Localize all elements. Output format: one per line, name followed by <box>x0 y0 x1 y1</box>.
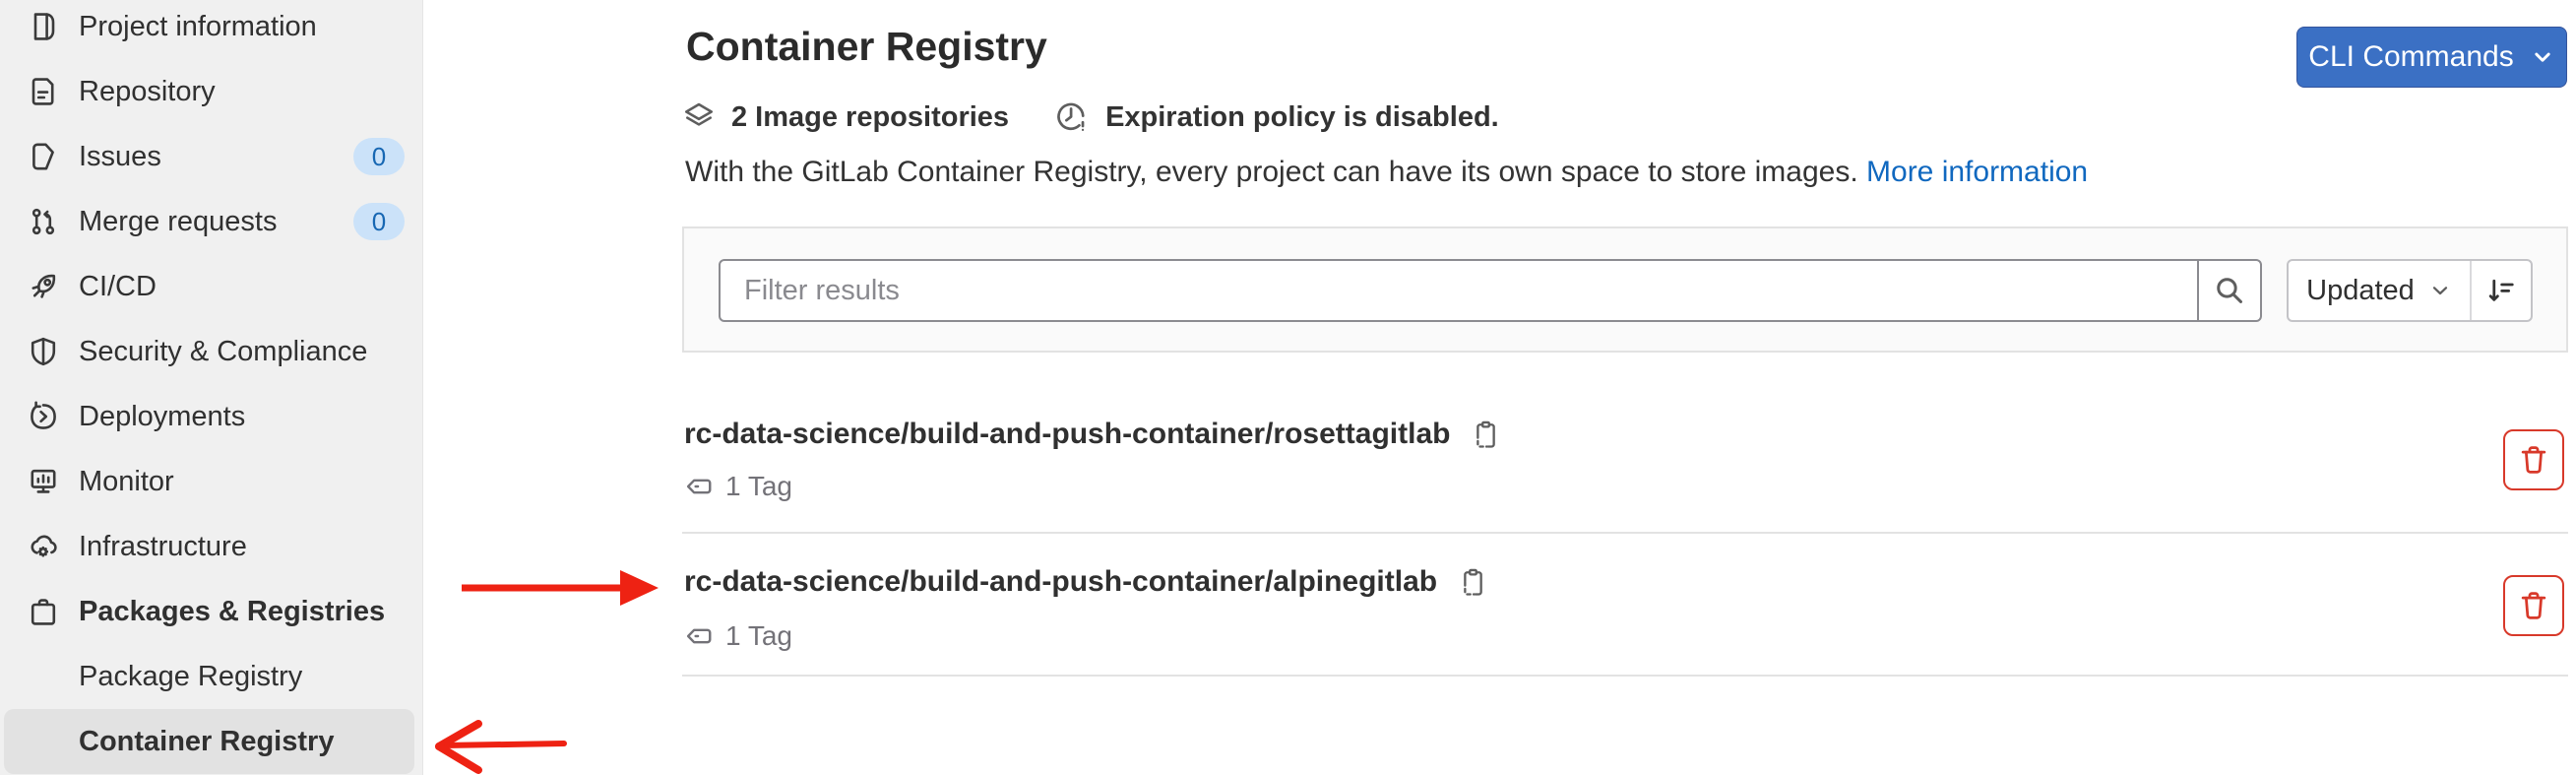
sort-control-group: Updated <box>2287 259 2533 322</box>
sidebar-item-monitor[interactable]: Monitor <box>0 449 422 514</box>
sidebar-item-label: Issues <box>79 140 161 172</box>
tag-icon <box>684 621 714 651</box>
more-information-link[interactable]: More information <box>1866 156 2089 188</box>
tag-count-text: 1 Tag <box>725 620 792 651</box>
book-icon <box>28 11 59 42</box>
sidebar-item-infrastructure[interactable]: Infrastructure <box>0 514 422 579</box>
package-icon <box>28 596 59 627</box>
copy-to-clipboard-icon[interactable] <box>1470 419 1501 450</box>
sidebar-item-label: Container Registry <box>79 725 335 757</box>
page-title: Container Registry <box>686 24 1047 69</box>
delete-repository-button[interactable] <box>2503 429 2564 490</box>
sidebar-item-cicd[interactable]: CI/CD <box>0 254 422 319</box>
sidebar-nav: Project information Repository Issues 0 … <box>0 0 422 774</box>
deployments-icon <box>28 401 59 432</box>
sidebar-item-label: Project information <box>79 10 317 42</box>
search-box <box>719 259 2262 322</box>
cli-commands-label: CLI Commands <box>2308 40 2514 73</box>
sidebar-item-security-compliance[interactable]: Security & Compliance <box>0 319 422 384</box>
expiration-policy-text: Expiration policy is disabled. <box>1105 100 1499 133</box>
shield-icon <box>28 336 59 367</box>
search-button[interactable] <box>2197 261 2260 320</box>
tag-icon <box>684 472 714 501</box>
sidebar-item-label: Deployments <box>79 400 246 432</box>
sidebar-item-label: Packages & Registries <box>79 595 386 627</box>
main-content: Container Registry CLI Commands 2 Image … <box>423 0 2576 775</box>
repo-name-link[interactable]: rc-data-science/build-and-push-container… <box>684 418 1451 450</box>
sidebar-item-label: Security & Compliance <box>79 335 368 367</box>
repo-row: rc-data-science/build-and-push-container… <box>682 534 2568 677</box>
layers-icon <box>682 100 716 134</box>
filter-panel: Updated <box>682 226 2568 353</box>
trash-icon <box>2517 443 2550 477</box>
merge-requests-count-badge: 0 <box>353 203 405 240</box>
sidebar-item-label: Merge requests <box>79 205 278 237</box>
sort-field-button[interactable]: Updated <box>2289 261 2470 320</box>
sidebar-item-project-information[interactable]: Project information <box>0 0 422 59</box>
sidebar-item-label: Infrastructure <box>79 530 247 562</box>
sidebar-item-merge-requests[interactable]: Merge requests 0 <box>0 189 422 254</box>
repo-count-text: 2 Image repositories <box>731 100 1010 133</box>
chevron-down-icon <box>2428 279 2452 302</box>
chevron-down-icon <box>2530 44 2555 70</box>
sidebar-item-issues[interactable]: Issues 0 <box>0 124 422 189</box>
repo-name-link[interactable]: rc-data-science/build-and-push-container… <box>684 565 1438 598</box>
cli-commands-button[interactable]: CLI Commands <box>2296 27 2567 88</box>
copy-to-clipboard-icon[interactable] <box>1457 566 1488 598</box>
sidebar-item-label: Repository <box>79 75 216 107</box>
issues-count-badge: 0 <box>353 138 405 175</box>
registry-meta-row: 2 Image repositories Expiration policy i… <box>682 97 1499 137</box>
registry-description: With the GitLab Container Registry, ever… <box>685 156 2088 189</box>
sort-descending-icon <box>2484 274 2518 307</box>
trash-icon <box>2517 589 2550 622</box>
sidebar-item-label: Package Registry <box>79 660 303 692</box>
merge-request-icon <box>28 206 59 237</box>
sidebar-item-deployments[interactable]: Deployments <box>0 384 422 449</box>
sidebar: Project information Repository Issues 0 … <box>0 0 423 775</box>
tag-count-text: 1 Tag <box>725 471 792 501</box>
sidebar-item-package-registry[interactable]: Package Registry <box>0 644 422 709</box>
description-text: With the GitLab Container Registry, ever… <box>685 156 1858 188</box>
sidebar-item-label: CI/CD <box>79 270 157 302</box>
filter-results-input[interactable] <box>721 261 2197 320</box>
repo-row: rc-data-science/build-and-push-container… <box>682 353 2568 534</box>
cloud-gear-icon <box>28 531 59 562</box>
issues-icon <box>28 141 59 172</box>
document-icon <box>28 76 59 107</box>
rocket-icon <box>28 271 59 302</box>
monitor-icon <box>28 466 59 497</box>
sidebar-item-label: Monitor <box>79 465 174 497</box>
sort-field-label: Updated <box>2306 274 2415 306</box>
sidebar-item-repository[interactable]: Repository <box>0 59 422 124</box>
sidebar-item-packages-registries[interactable]: Packages & Registries <box>0 579 422 644</box>
sort-direction-button[interactable] <box>2470 261 2531 320</box>
delete-repository-button[interactable] <box>2503 575 2564 636</box>
clock-expire-icon <box>1054 99 1090 135</box>
search-icon <box>2213 274 2246 307</box>
sidebar-item-container-registry[interactable]: Container Registry <box>4 709 414 774</box>
